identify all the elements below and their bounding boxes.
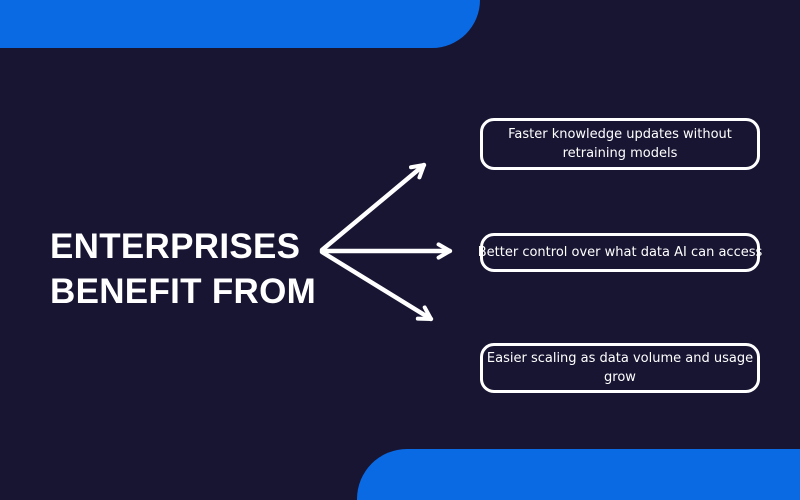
benefit-box-easier-scaling: Easier scaling as data volume and usage …: [480, 343, 760, 393]
benefit-text: grow: [604, 370, 636, 385]
benefit-box-faster-knowledge-updates: Faster knowledge updates without retrain…: [480, 118, 760, 170]
benefit-box-better-control: Better control over what data AI can acc…: [477, 233, 763, 272]
benefit-text: Easier scaling as data volume and usage: [486, 351, 754, 366]
top-left-accent-shape: [0, 0, 480, 48]
page-title: ENTERPRISES BENEFIT FROM: [50, 227, 317, 312]
benefit-text: Faster knowledge updates without: [508, 127, 732, 142]
bottom-right-accent-shape: [357, 449, 800, 500]
benefit-text: Better control over what data AI can acc…: [477, 245, 763, 260]
benefit-text: retraining models: [562, 146, 678, 161]
